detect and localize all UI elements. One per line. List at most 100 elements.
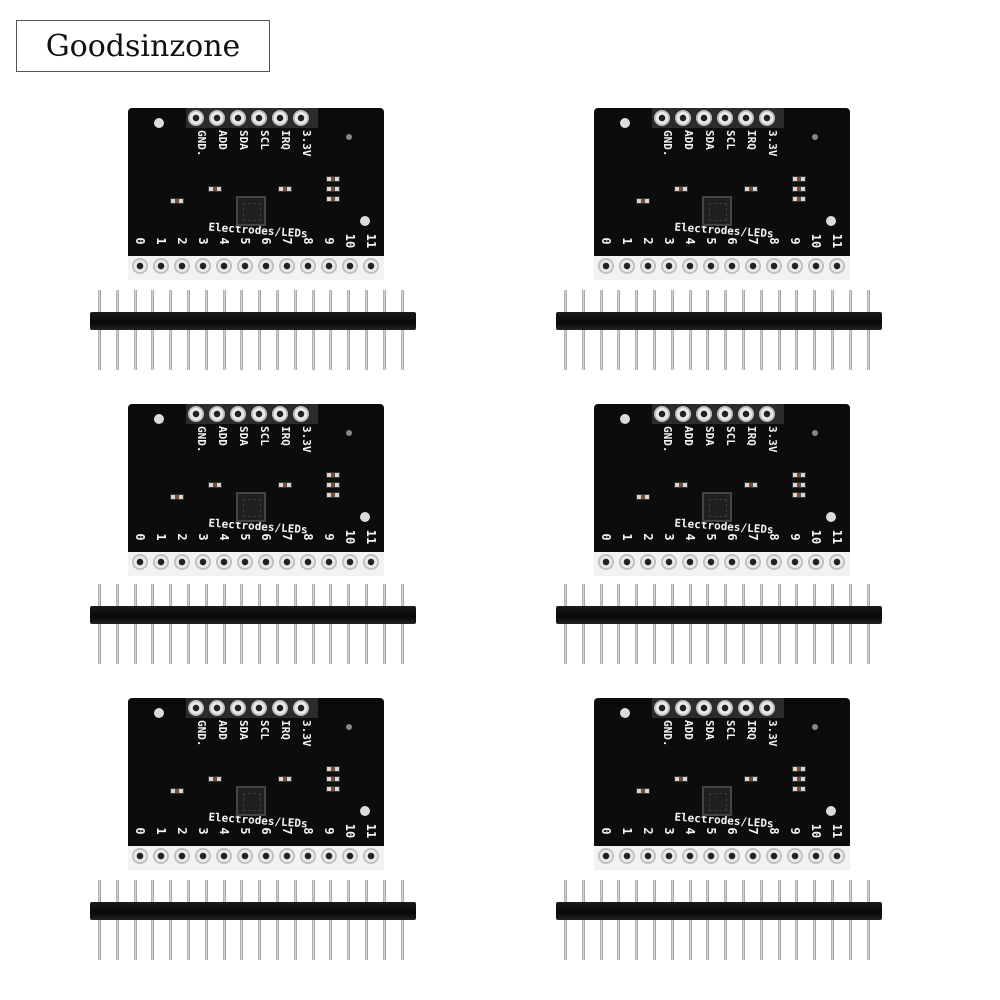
header-pin [400,290,404,312]
header-pin [724,290,728,312]
header-pin [706,624,710,664]
header-pin [795,624,799,664]
solder-pad [321,848,337,864]
solder-pad [640,848,656,864]
electrode-number: 2 [641,237,655,245]
header-pin [599,584,603,606]
pin-label: SDA [237,720,250,740]
header-pin [866,584,870,606]
pin-label: IRQ [745,720,758,740]
electrode-number: 0 [599,237,613,245]
smd-component [326,196,340,202]
electrode-number: 1 [620,827,634,835]
pin-label: GND. [661,720,674,747]
header-pin [777,920,781,960]
header-pin [670,920,674,960]
header-pin [258,880,262,902]
pin-label: GND. [195,426,208,453]
header-pin [98,920,101,960]
header-pin [311,624,315,664]
header-pin [98,584,101,606]
electrode-number: 0 [133,237,147,245]
pin-header [556,584,882,668]
header-pin [706,330,710,370]
pin-label: SDA [237,426,250,446]
solder-pad [230,110,246,126]
smd-component [208,776,222,782]
header-pin [347,290,351,312]
header-pin [382,624,386,664]
electrode-number: 11 [364,529,378,545]
electrode-number: 2 [175,827,189,835]
via-dot [346,430,352,436]
header-pin [311,920,315,960]
header-pin [382,920,386,960]
electrode-number: 9 [788,827,802,835]
smd-component [792,196,806,202]
header-pin [599,920,603,960]
solder-pad [188,700,204,716]
header-pin [724,330,728,370]
smd-component [326,492,340,498]
header-pin [365,330,368,370]
header-pin [777,584,781,606]
header-pin [866,624,870,664]
header-pin [581,920,585,960]
solder-pad [759,110,775,126]
header-pin [347,330,351,370]
header-pin [831,880,834,902]
header-pin [222,584,226,606]
solder-pad [300,848,316,864]
solder-pad [188,110,204,126]
header-pin [382,290,386,312]
pin-label: IRQ [745,130,758,150]
header-pin [187,880,190,902]
electrode-number: 5 [238,827,252,835]
pin-label: IRQ [745,426,758,446]
pin-label: IRQ [279,720,292,740]
solder-pad [258,554,274,570]
header-pin [581,880,585,902]
electrode-number: 11 [830,233,844,249]
solder-pad [293,406,309,422]
header-pin [133,920,137,960]
header-pin [400,624,404,664]
solder-pad [598,554,614,570]
header-pin [400,920,404,960]
header-pin [151,330,155,370]
pin-label: ADD [216,130,229,150]
smd-component [744,482,758,488]
electrode-number: 2 [641,533,655,541]
pin-label: SDA [703,130,716,150]
solder-pad [132,258,148,274]
electrode-number: 10 [343,529,357,545]
header-pin [276,584,279,606]
header-pin [564,880,567,902]
header-pin [795,290,799,312]
solder-pad [619,554,635,570]
header-pin [706,920,710,960]
header-pin [240,880,244,902]
mounting-hole [154,118,164,128]
electrode-number: 10 [809,233,823,249]
solder-pad [272,406,288,422]
header-pin [759,920,763,960]
smd-component [792,492,806,498]
header-pin [777,880,781,902]
mounting-hole [154,708,164,718]
header-pin [848,624,852,664]
header-pin [311,880,315,902]
electrode-number: 1 [154,533,168,541]
header-pin [831,624,834,664]
smd-component [208,482,222,488]
mounting-hole [826,806,836,816]
header-pin [311,290,315,312]
solder-pad [675,406,691,422]
solder-pad [745,848,761,864]
mounting-hole [360,216,370,226]
solder-pad [342,848,358,864]
solder-pad [258,258,274,274]
solder-pad [682,848,698,864]
